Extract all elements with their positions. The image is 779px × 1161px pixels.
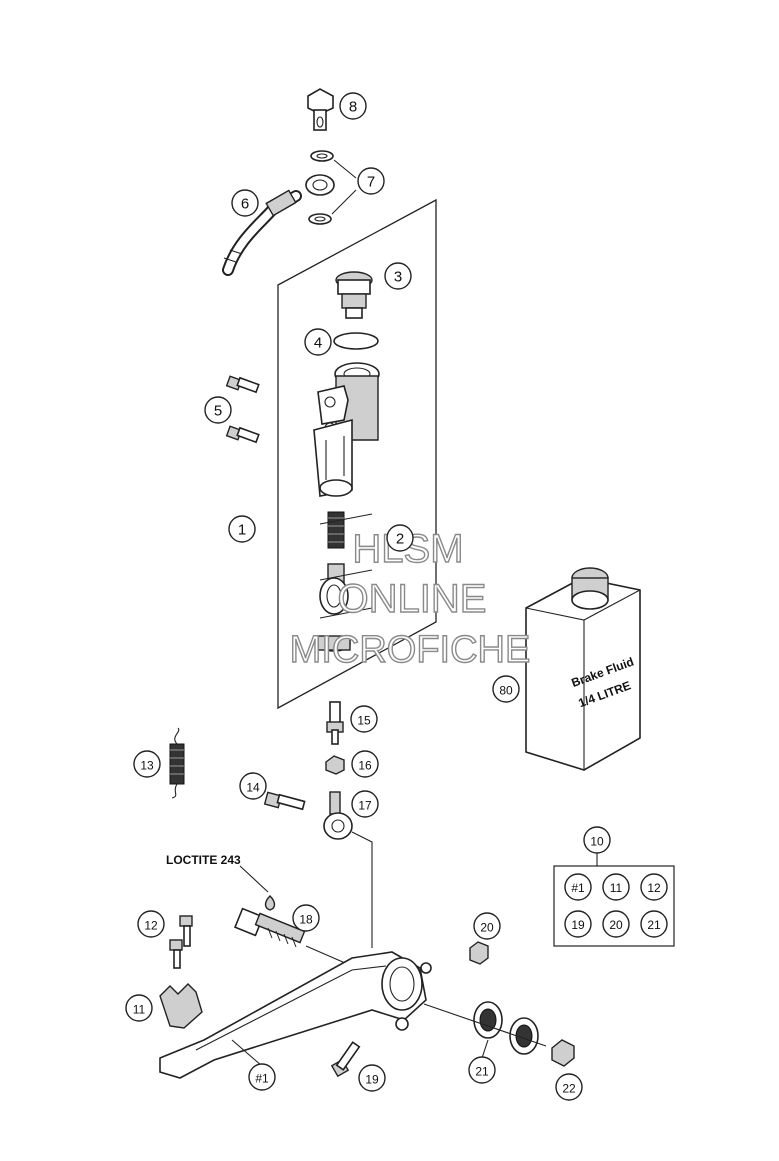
push-rod	[326, 701, 344, 745]
callout-c7: 7	[357, 167, 385, 195]
loctite-drop-icon	[264, 895, 276, 911]
kit-item-label: 20	[609, 918, 623, 932]
callout-c13: 13	[133, 750, 161, 778]
callout-c18: 18	[292, 904, 320, 932]
callout-c17: 17	[351, 790, 379, 818]
footpeg-screws	[169, 915, 193, 969]
callout-cpedal: #1	[248, 1063, 276, 1091]
callout-c16: 16	[351, 750, 379, 778]
callout-c1: 1	[228, 515, 256, 543]
callout-c20: 20	[473, 912, 501, 940]
brake-pedal	[159, 951, 432, 1079]
brake-fluid-bottle: Brake Fluid 1/4 LITRE	[525, 567, 641, 771]
callout-c15: 15	[350, 705, 378, 733]
callout-label: 5	[214, 403, 222, 420]
callout-label: 14	[246, 781, 260, 795]
callout-label: 22	[562, 1082, 576, 1096]
callout-c6: 6	[231, 189, 259, 217]
callout-label: #1	[255, 1072, 269, 1086]
callout-label: 1	[238, 522, 246, 539]
callout-c11: 11	[125, 994, 153, 1022]
callout-c22: 22	[555, 1073, 583, 1101]
clevis	[323, 791, 373, 948]
kit-item-label: #1	[571, 881, 585, 895]
sealing-washers	[308, 150, 357, 225]
svg-text:ONLINE: ONLINE	[338, 577, 487, 621]
piston-kit	[317, 511, 373, 652]
kit-item: 11	[602, 873, 630, 901]
callout-label: 2	[396, 531, 404, 548]
loctite-label: LOCTITE 243	[166, 853, 241, 867]
callout-c8: 8	[339, 92, 367, 120]
svg-text:MICROFICHE: MICROFICHE	[290, 629, 531, 671]
callout-label: 17	[358, 799, 372, 813]
callout-label: 11	[133, 1003, 146, 1017]
brake-hose	[222, 174, 335, 276]
callout-c10: 10	[583, 826, 611, 854]
callout-c12a: 12	[137, 910, 165, 938]
callout-c3: 3	[384, 262, 412, 290]
callout-label: 18	[299, 913, 313, 927]
kit-item-label: 19	[571, 918, 585, 932]
callout-c5: 5	[204, 396, 232, 424]
locknut	[469, 941, 489, 965]
reservoir-fitting	[335, 271, 373, 319]
kit-item: 19	[564, 910, 592, 938]
pedal-bolt	[263, 791, 306, 811]
callout-label: 19	[365, 1073, 379, 1087]
callout-c21: 21	[468, 1056, 496, 1084]
callout-label: 6	[241, 196, 249, 213]
kit-item: 12	[640, 873, 668, 901]
master-cylinder-body	[313, 362, 380, 497]
callout-label: 13	[140, 759, 154, 773]
kit-item: #1	[564, 873, 592, 901]
callout-label: 4	[314, 335, 322, 352]
kit-item-label: 21	[647, 918, 661, 932]
callout-label: 16	[358, 759, 372, 773]
hex-nut	[325, 755, 345, 775]
o-ring	[333, 332, 379, 350]
axle-nut	[551, 1039, 575, 1067]
kit-item: 20	[602, 910, 630, 938]
mounting-screws	[225, 375, 260, 444]
kit-item-label: 11	[610, 881, 623, 895]
assembly-panel-outline	[277, 198, 437, 710]
watermark: HLSM ONLINE MICROFICHE	[289, 526, 531, 671]
kit-item-label: 12	[647, 881, 661, 895]
kit-box-items: #1 11 12 19 20 21	[564, 873, 668, 938]
callout-label: 12	[144, 919, 158, 933]
return-spring	[169, 727, 185, 799]
callout-c80: 80	[492, 675, 520, 703]
callout-c4: 4	[304, 328, 332, 356]
callout-label: 3	[394, 269, 402, 286]
callout-label: 7	[367, 174, 375, 191]
bearings	[423, 1001, 547, 1059]
stop-bolt	[330, 1041, 361, 1078]
callout-label: 20	[480, 921, 494, 935]
pedal-tip	[159, 983, 203, 1029]
callout-label: 10	[590, 835, 604, 849]
callout-label: 21	[475, 1065, 489, 1079]
callout-c19: 19	[358, 1064, 386, 1092]
callout-c2: 2	[386, 524, 414, 552]
kit-item: 21	[640, 910, 668, 938]
callout-c14: 14	[239, 772, 267, 800]
callout-label: 8	[349, 99, 357, 116]
banjo-bolt	[307, 88, 334, 131]
callout-label: 15	[357, 714, 371, 728]
callout-label: 80	[499, 684, 513, 698]
